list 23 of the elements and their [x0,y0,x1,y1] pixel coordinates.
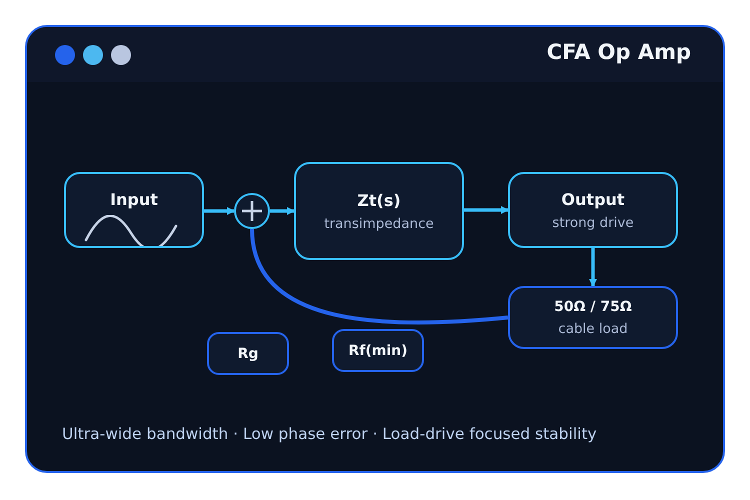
block-title: Zt(s) [357,190,401,210]
block-box [207,332,289,375]
block-box [508,172,678,248]
caption: Ultra-wide bandwidth · Low phase error · Load-drive focused stability [62,425,597,443]
block-box [508,286,678,349]
arrow [589,248,597,287]
feedback-line [250,228,508,325]
block-title: Output [561,190,625,208]
block-box [294,162,464,260]
arrow [270,207,295,215]
block-title: Rf(min) [348,342,408,358]
input-box [64,172,204,248]
arrow [204,207,235,215]
summing-junction [234,193,270,229]
block-subtitle: strong drive [552,214,634,230]
title: CFA Op Amp [546,40,691,64]
block-subtitle: cable load [558,320,628,336]
block-subtitle: transimpedance [324,216,434,232]
block-title: 50Ω / 75Ω [554,298,632,314]
block-title: Input [110,190,158,209]
block-title: Rg [238,346,258,362]
arrow [464,206,509,214]
block-box [332,329,424,372]
